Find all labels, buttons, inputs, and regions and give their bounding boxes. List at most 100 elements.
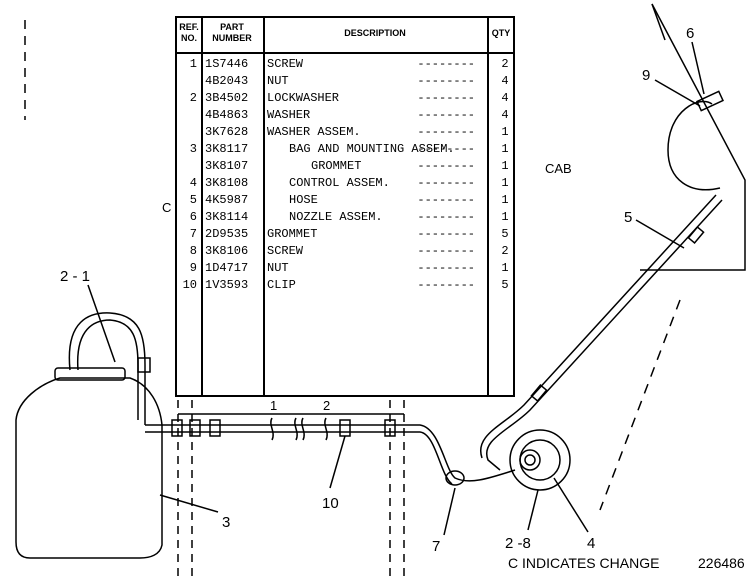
cab-label: CAB bbox=[545, 161, 572, 176]
clip-6 bbox=[530, 384, 548, 402]
leader-dots: -------- bbox=[417, 210, 475, 224]
leader-dots: -------- bbox=[417, 74, 475, 88]
break-mark-2 bbox=[294, 417, 298, 441]
control-knob-center bbox=[524, 454, 536, 466]
col-divider-1 bbox=[201, 18, 203, 395]
leader-9 bbox=[654, 79, 701, 107]
table-cell-part-number: 4K5987 bbox=[205, 193, 249, 207]
callout-6: 6 bbox=[686, 25, 694, 42]
table-cell-description: GROMMET bbox=[267, 227, 318, 241]
cab-pillar-dashed bbox=[599, 299, 681, 511]
callout-4: 4 bbox=[587, 535, 595, 552]
table-cell-part-number: 3K8107 bbox=[205, 159, 249, 173]
table-cell-description: WASHER ASSEM. bbox=[267, 125, 361, 139]
hose-main bbox=[485, 199, 723, 471]
leader-dots: -------- bbox=[417, 227, 475, 241]
table-cell-qty: 1 bbox=[501, 210, 509, 224]
table-cell-part-number: 2D9535 bbox=[205, 227, 249, 241]
callout-3: 3 bbox=[222, 514, 230, 531]
table-cell-ref: 8 bbox=[189, 244, 197, 258]
break-label-1: 1 bbox=[270, 398, 277, 413]
clip-3 bbox=[339, 419, 351, 437]
tank-cap bbox=[54, 367, 126, 381]
leader-dots: -------- bbox=[417, 125, 475, 139]
table-cell-ref: 3 bbox=[189, 142, 197, 156]
header-part-line2: NUMBER bbox=[212, 33, 252, 43]
fitting-1 bbox=[137, 357, 151, 373]
table-cell-description: WASHER bbox=[267, 108, 311, 122]
leader-5 bbox=[635, 219, 685, 249]
leader-dots: -------- bbox=[417, 193, 475, 207]
hose-lower bbox=[145, 424, 516, 482]
table-cell-ref: 10 bbox=[182, 278, 197, 292]
table-cell-description: NUT bbox=[267, 261, 289, 275]
leader-3 bbox=[159, 494, 219, 513]
table-cell-qty: 4 bbox=[501, 74, 509, 88]
callout-5: 5 bbox=[624, 209, 632, 226]
table-cell-qty: 2 bbox=[501, 57, 509, 71]
col-divider-3 bbox=[487, 18, 489, 395]
table-cell-description: SCREW bbox=[267, 244, 304, 258]
table-cell-description: LOCKWASHER bbox=[267, 91, 340, 105]
table-cell-description: SCREW bbox=[267, 57, 304, 71]
table-cell-ref: 9 bbox=[189, 261, 197, 275]
table-cell-ref: 7 bbox=[189, 227, 197, 241]
table-cell-part-number: 4B2043 bbox=[205, 74, 249, 88]
change-mark-c: C bbox=[162, 200, 171, 215]
table-cell-qty: 1 bbox=[501, 159, 509, 173]
table-cell-description: CLIP bbox=[267, 278, 296, 292]
table-cell-ref: 2 bbox=[189, 91, 197, 105]
table-cell-description: NOZZLE ASSEM. bbox=[289, 210, 383, 224]
leader-dots: -------- bbox=[417, 244, 475, 258]
table-cell-ref: 6 bbox=[189, 210, 197, 224]
clip-5 bbox=[687, 226, 705, 244]
control-assembly bbox=[509, 429, 571, 491]
grommet-7 bbox=[445, 470, 465, 486]
table-cell-part-number: 3K7628 bbox=[205, 125, 249, 139]
leader-dots: -------- bbox=[417, 261, 475, 275]
callout-2-1: 2 - 1 bbox=[60, 268, 90, 285]
table-cell-description: HOSE bbox=[289, 193, 318, 207]
header-ref-line1: REF. bbox=[179, 22, 199, 32]
callout-10: 10 bbox=[322, 495, 339, 512]
cab-outline bbox=[640, 3, 746, 271]
grommet-fitting bbox=[171, 419, 183, 437]
table-cell-qty: 4 bbox=[501, 108, 509, 122]
header-description: DESCRIPTION bbox=[344, 28, 406, 38]
leader-4 bbox=[553, 477, 589, 533]
figure-number: 226486 bbox=[698, 555, 745, 571]
table-cell-qty: 5 bbox=[501, 227, 509, 241]
table-cell-qty: 2 bbox=[501, 244, 509, 258]
table-cell-description: BAG AND MOUNTING ASSEM. bbox=[289, 142, 455, 156]
table-cell-part-number: 3K8106 bbox=[205, 244, 249, 258]
header-ref-line2: NO. bbox=[180, 33, 197, 43]
table-cell-qty: 1 bbox=[501, 193, 509, 207]
table-cell-part-number: 1V3593 bbox=[205, 278, 249, 292]
table-row: 8 3K8106 SCREW 2 -------- bbox=[177, 243, 513, 260]
clip-1 bbox=[189, 419, 201, 437]
break-mark-4 bbox=[324, 417, 328, 441]
leader-10 bbox=[329, 435, 346, 489]
table-cell-qty: 5 bbox=[501, 278, 509, 292]
table-cell-description: GROMMET bbox=[311, 159, 362, 173]
col-divider-2 bbox=[263, 18, 265, 395]
leader-6 bbox=[691, 41, 705, 95]
table-cell-part-number: 1D4717 bbox=[205, 261, 249, 275]
clip-2 bbox=[209, 419, 221, 437]
cab-edge bbox=[651, 3, 666, 41]
table-cell-qty: 1 bbox=[501, 176, 509, 190]
leader-2-1 bbox=[87, 284, 116, 363]
leader-dots: -------- bbox=[417, 108, 475, 122]
table-cell-description: CONTROL ASSEM. bbox=[289, 176, 390, 190]
header-part-line1: PART bbox=[220, 22, 244, 32]
